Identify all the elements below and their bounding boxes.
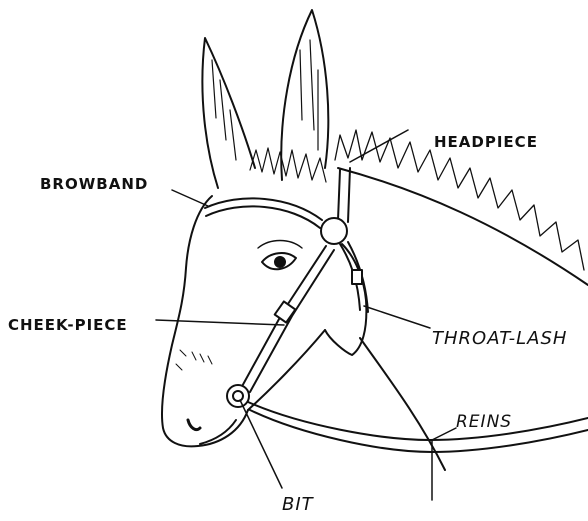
browband-rosette bbox=[321, 218, 347, 244]
bit-ring bbox=[227, 385, 249, 407]
mane bbox=[335, 130, 584, 270]
right-ear bbox=[281, 10, 328, 180]
label-throat-lash: THROAT-LASH bbox=[432, 328, 567, 349]
label-cheek-piece: CHEEK-PIECE bbox=[8, 316, 128, 334]
reins-strap bbox=[248, 402, 588, 452]
label-reins: REINS bbox=[456, 412, 512, 432]
label-bit: BIT bbox=[282, 494, 314, 515]
muzzle-whiskers bbox=[176, 350, 212, 370]
label-browband: BROWBAND bbox=[40, 175, 148, 193]
leader-browband bbox=[172, 190, 208, 206]
browband-strap bbox=[205, 198, 322, 228]
eye bbox=[258, 241, 302, 270]
headpiece-strap bbox=[338, 168, 350, 222]
leader-cheek-piece bbox=[156, 320, 284, 325]
forelock bbox=[250, 148, 326, 182]
leader-throat-lash bbox=[364, 306, 430, 328]
throat-lash-buckle bbox=[352, 270, 362, 284]
left-ear bbox=[202, 38, 255, 188]
nostril bbox=[188, 420, 200, 430]
lower-jaw bbox=[248, 330, 325, 410]
label-headpiece: HEADPIECE bbox=[434, 133, 538, 151]
